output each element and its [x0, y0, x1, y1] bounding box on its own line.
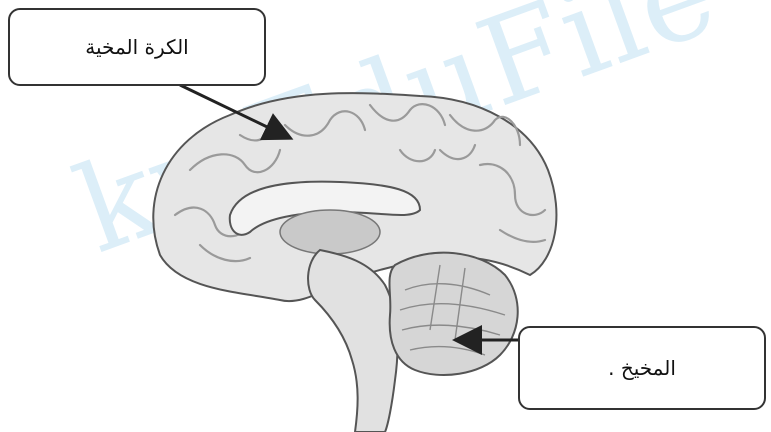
label-cerebellum: المخيخ .	[518, 326, 766, 410]
brainstem	[308, 250, 397, 432]
cerebellum-shape	[389, 253, 517, 375]
label-cerebrum: الكرة المخية	[8, 8, 266, 86]
thalamus	[280, 210, 380, 254]
